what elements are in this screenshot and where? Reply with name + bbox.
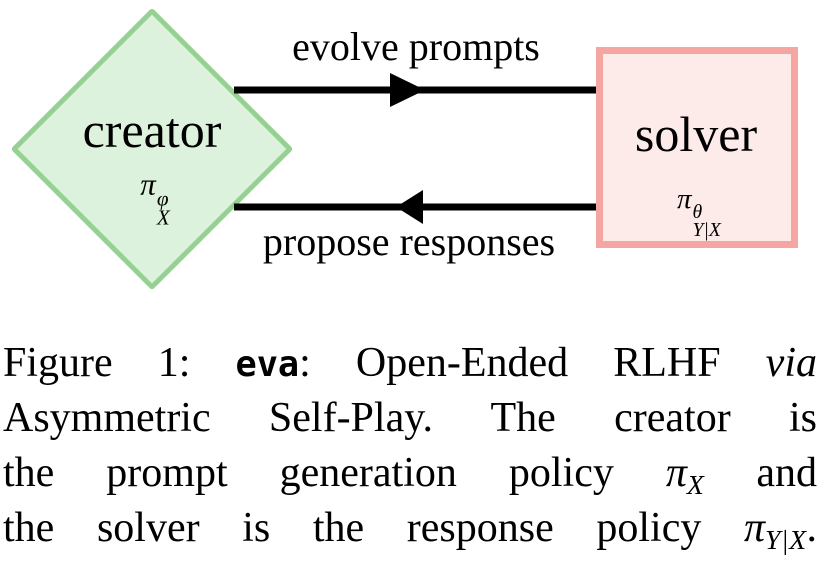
caption-pi-x-base: π xyxy=(665,450,687,496)
solver-label: solver xyxy=(634,106,758,162)
caption-final-period: . xyxy=(806,505,818,551)
creator-policy-subscript: X xyxy=(156,205,170,230)
caption-line-1: Figure 1: eva: Open-Ended RLHF via xyxy=(3,336,817,391)
evolve-prompts-label: evolve prompts xyxy=(292,24,540,69)
solver-policy-subscript: Y|X xyxy=(692,218,721,241)
creator-policy-pi: π xyxy=(140,166,156,202)
caption-line-4: the solver is the response policy πY|X. xyxy=(3,501,817,556)
caption-line-2: Asymmetric Self-Play. The creator is xyxy=(3,391,817,446)
caption-prompt-policy-text: the prompt generation policy xyxy=(3,450,666,496)
creator-policy-superscript: φ xyxy=(156,185,169,210)
caption-line-3: the prompt generation policy πX and xyxy=(3,446,817,501)
caption-pi-yx-subscript: Y|X xyxy=(765,523,807,555)
evolve-arrowhead-icon xyxy=(390,73,425,107)
caption-selfplay-text: Asymmetric Self-Play. xyxy=(3,395,491,441)
figure-caption: Figure 1: eva: Open-Ended RLHF via Asymm… xyxy=(0,336,820,556)
solver-policy-superscript: θ xyxy=(692,200,703,223)
caption-pi-x-subscript: X xyxy=(686,468,705,500)
caption-pi-yx-symbol: πY|X xyxy=(743,505,807,553)
propose-arrowhead-icon xyxy=(396,190,423,224)
caption-title-text: : Open-Ended RLHF xyxy=(299,340,766,386)
caption-pi-x-symbol: πX xyxy=(665,450,704,498)
propose-responses-label: propose responses xyxy=(262,219,556,264)
caption-via-italic: via xyxy=(765,340,817,386)
creator-label: creator xyxy=(82,102,222,158)
caption-eva-name: eva xyxy=(235,344,300,385)
solver-policy-pi: π xyxy=(677,182,692,215)
caption-and-text: and xyxy=(704,450,817,496)
caption-creator-sentence-start: The creator is xyxy=(490,395,817,441)
caption-figure-number: Figure 1: xyxy=(3,340,236,386)
caption-response-policy-text: the solver is the response policy xyxy=(3,505,744,551)
caption-pi-yx-base: π xyxy=(743,505,766,551)
arrows-layer xyxy=(234,73,600,224)
solver-node xyxy=(596,47,798,248)
